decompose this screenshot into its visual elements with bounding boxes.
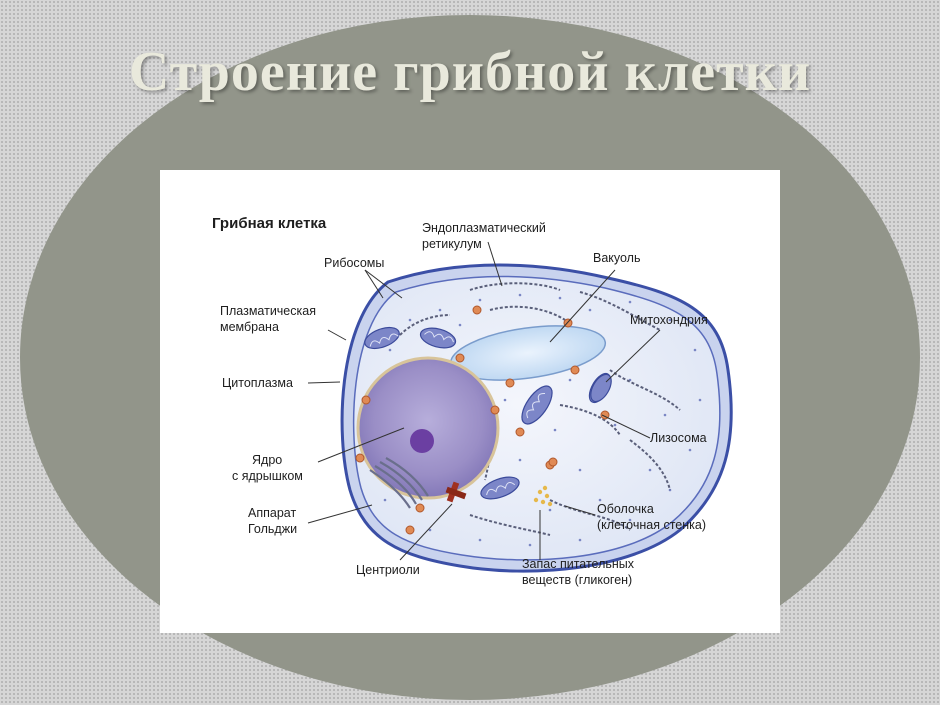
mitochondrion-2: [419, 327, 457, 349]
golgi-apparatus: [369, 457, 429, 509]
label-vacuole: Вакуоль: [593, 251, 640, 265]
leader-lines: [307, 241, 661, 561]
mitochondrion-3: [521, 385, 553, 425]
mitochondrion-1: [364, 326, 400, 350]
lysosomes: [355, 305, 610, 535]
label-centrioles: Центриоли: [356, 563, 420, 577]
fungal-cell-diagram: Грибная клетка: [212, 215, 733, 587]
label-wall-line2: (клеточная стенка): [597, 518, 706, 532]
label-wall-line1: Оболочка: [597, 502, 654, 516]
label-nucleus-line1: Ядро: [252, 453, 282, 467]
label-golgi-line2: Гольджи: [248, 522, 297, 536]
label-storage-line1: Запас питательных: [522, 557, 635, 571]
label-lysosome: Лизосома: [650, 431, 707, 445]
label-er-line1: Эндоплазматический: [422, 221, 546, 235]
label-er-line2: ретикулум: [422, 237, 482, 251]
label-cytoplasm: Цитоплазма: [222, 376, 293, 390]
label-ribosomes: Рибосомы: [324, 256, 384, 270]
label-golgi-line1: Аппарат: [248, 506, 296, 520]
nucleolus: [410, 429, 434, 453]
diagram-title: Грибная клетка: [212, 215, 327, 232]
centrioles: [445, 481, 467, 503]
label-plasma-line1: Плазматическая: [220, 304, 316, 318]
label-mitochondria: Митохондрия: [630, 313, 708, 327]
label-nucleus-line2: с ядрышком: [232, 469, 303, 483]
cytoplasm-speckles: [370, 293, 702, 547]
mitochondrion-far-right: [590, 373, 612, 403]
glycogen-granules: [533, 485, 553, 507]
label-plasma-line2: мембрана: [220, 320, 279, 334]
mitochondrion-5: [480, 476, 520, 500]
cell-diagram-figure: Грибная клетка: [160, 170, 780, 633]
slide-title: Строение грибной клетки: [128, 41, 812, 103]
label-storage-line2: веществ (гликоген): [522, 573, 632, 587]
